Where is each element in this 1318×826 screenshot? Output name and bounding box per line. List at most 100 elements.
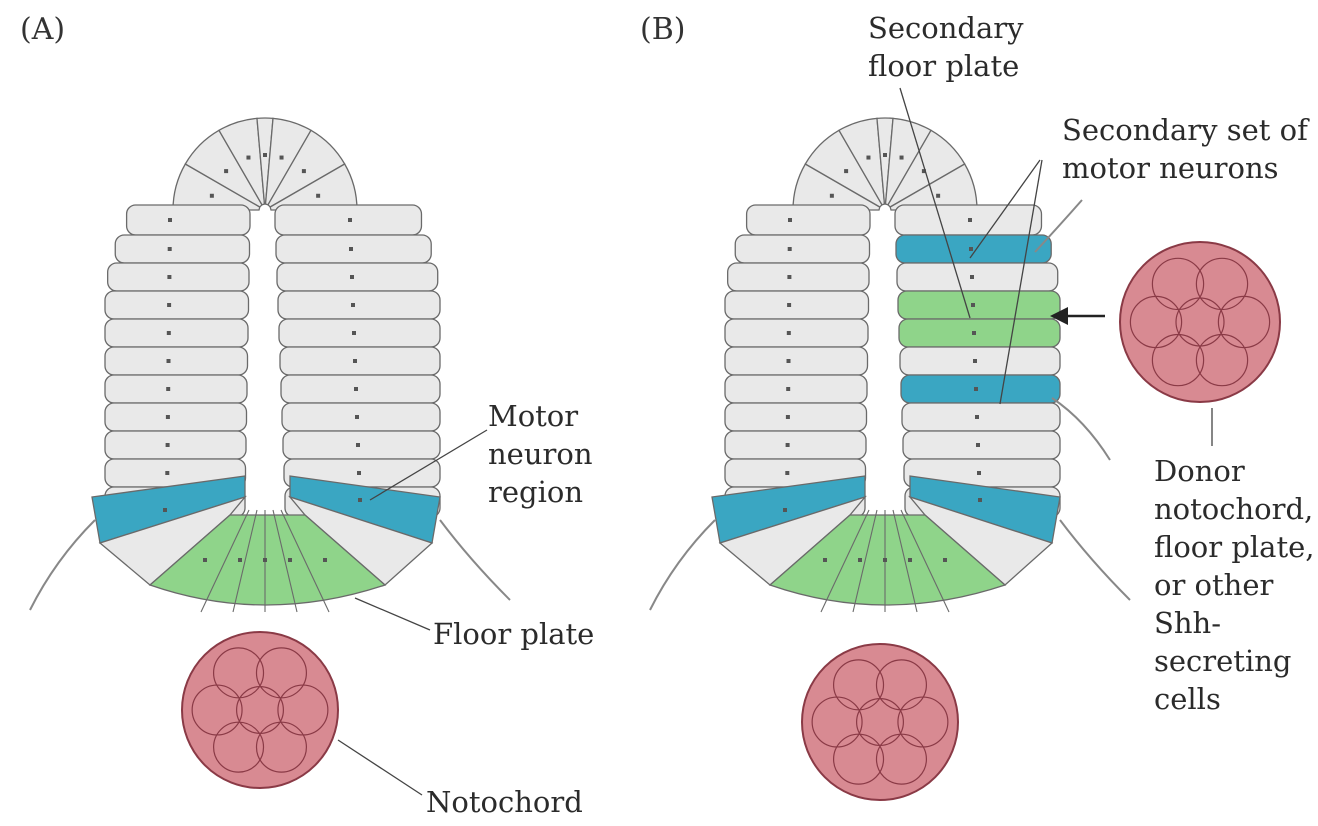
panel-a-dome-nucleus xyxy=(263,153,267,157)
label-secondary-floor-plate-line2: floor plate xyxy=(868,48,1019,85)
panel-a-right-cell xyxy=(282,403,440,431)
panel-a-floor-plate-nucleus xyxy=(238,558,242,562)
panel-a-right-nucleus xyxy=(350,275,354,279)
panel-b-right-nucleus xyxy=(972,331,976,335)
panel-a-floor-plate-nucleus xyxy=(203,558,207,562)
panel-a-left-cell xyxy=(105,319,248,347)
panel-b-dome-nucleus xyxy=(844,169,848,173)
panel-a-left-cell xyxy=(127,205,250,235)
panel-b-right-nucleus xyxy=(973,359,977,363)
panel-b-dome-nucleus xyxy=(830,194,834,198)
panel-a-right-nucleus xyxy=(348,218,352,222)
panel-b-dome-nucleus xyxy=(866,156,870,160)
panel-a-dome-nucleus xyxy=(210,194,214,198)
panel-a-motor-nucleus xyxy=(358,498,362,502)
label-donor-line4: or other xyxy=(1154,567,1273,604)
label-secondary-motor-line2: motor neurons xyxy=(1062,150,1279,187)
panel-b-left-cell xyxy=(747,205,870,235)
panel-b-right-cell xyxy=(900,347,1060,375)
panel-b-left-cell xyxy=(725,319,868,347)
panel-a-left-cell xyxy=(105,431,246,459)
panel-a-floor-plate-nucleus xyxy=(288,558,292,562)
notochord-b xyxy=(802,644,958,800)
panel-a-dome-nucleus xyxy=(316,194,320,198)
panel-b-right-nucleus xyxy=(971,303,975,307)
panel-a-left-cell xyxy=(115,235,249,263)
label-donor-line5: Shh- xyxy=(1154,605,1221,642)
label-motor-neuron-line2: neuron xyxy=(488,436,593,473)
panel-a-left-cell xyxy=(105,291,249,319)
panel-b-floor-plate-nucleus xyxy=(823,558,827,562)
panel-a-right-cell xyxy=(281,375,440,403)
label-secondary-floor-plate-line1: Secondary xyxy=(868,10,1024,47)
panel-b-left-cell xyxy=(725,347,868,375)
panel-b-right-cell xyxy=(899,319,1060,347)
panel-a-floor-plate-nucleus xyxy=(263,558,267,562)
panel-b-dome-nucleus xyxy=(883,153,887,157)
panel-b-left-nucleus xyxy=(788,247,792,251)
panel-a-dome-nucleus xyxy=(246,156,250,160)
panel-b-left-nucleus xyxy=(785,471,789,475)
panel-a-left-nucleus xyxy=(167,303,171,307)
label-motor-neuron-line3: region xyxy=(488,474,583,511)
panel-b-right-cell xyxy=(898,291,1060,319)
panel-b-left-nucleus xyxy=(786,387,790,391)
panel-a-left-nucleus xyxy=(167,359,171,363)
panel-a-right-nucleus xyxy=(352,331,356,335)
panel-a-right-cell xyxy=(278,291,440,319)
panel-b-motor-nucleus xyxy=(978,498,982,502)
panel-b-right-nucleus xyxy=(968,218,972,222)
panel-a-left-nucleus xyxy=(168,218,172,222)
panel-b-left-cell xyxy=(728,263,869,291)
panel-a-left-cell xyxy=(105,403,247,431)
panel-b-left-nucleus xyxy=(787,359,791,363)
panel-b-axon-right xyxy=(1060,520,1130,600)
panel-b-right-nucleus xyxy=(975,415,979,419)
panel-b-right-nucleus xyxy=(976,443,980,447)
panel-a-dome-nucleus xyxy=(224,169,228,173)
panel-b-dome-nucleus xyxy=(900,156,904,160)
panel-a-right-cell xyxy=(276,235,431,263)
donor-notochord xyxy=(1120,242,1280,402)
panel-a-left-cell xyxy=(105,347,248,375)
panel-a-left-cell xyxy=(108,263,249,291)
panel-a-axon-right xyxy=(440,520,510,600)
panel-a-axon-left xyxy=(30,520,95,610)
panel-b-floor-plate-nucleus xyxy=(883,558,887,562)
panel-b-right-nucleus xyxy=(977,471,981,475)
label-donor-line3: floor plate, xyxy=(1154,529,1315,566)
panel-b-tag: (B) xyxy=(640,12,685,47)
panel-b-left-nucleus xyxy=(786,443,790,447)
panel-b-right-nucleus xyxy=(970,275,974,279)
leader-floor xyxy=(355,598,430,630)
notochord-a xyxy=(182,632,338,788)
panel-a-dome-nucleus xyxy=(302,169,306,173)
panel-a-right-cell xyxy=(283,431,440,459)
panel-b-left-cell xyxy=(725,291,869,319)
panel-a-right-nucleus xyxy=(349,247,353,251)
label-motor-neuron-line1: Motor xyxy=(488,398,578,435)
panel-b-floor-plate-nucleus xyxy=(858,558,862,562)
panel-b-left-nucleus xyxy=(787,275,791,279)
panel-a-left-cell xyxy=(105,375,247,403)
leader-notochord xyxy=(338,740,422,795)
panel-a-left-nucleus xyxy=(167,275,171,279)
panel-a-left-nucleus xyxy=(168,247,172,251)
panel-b-left-cell xyxy=(725,375,867,403)
panel-a-left-nucleus xyxy=(167,331,171,335)
panel-b-right-cell xyxy=(897,263,1058,291)
panel-b-floor-plate-nucleus xyxy=(943,558,947,562)
panel-b-left-nucleus xyxy=(787,331,791,335)
panel-a-left-nucleus xyxy=(166,443,170,447)
panel-b-floor-plate-nucleus xyxy=(908,558,912,562)
panel-a-right-cell xyxy=(277,263,438,291)
panel-b-right-nucleus xyxy=(969,247,973,251)
panel-b-left-cell xyxy=(735,235,869,263)
label-donor-line6: secreting xyxy=(1154,643,1291,680)
panel-a-left-nucleus xyxy=(165,471,169,475)
panel-b-left-cell xyxy=(725,403,867,431)
panel-a-right-nucleus xyxy=(354,387,358,391)
label-donor-line2: notochord, xyxy=(1154,491,1313,528)
panel-a-right-cell xyxy=(280,347,440,375)
